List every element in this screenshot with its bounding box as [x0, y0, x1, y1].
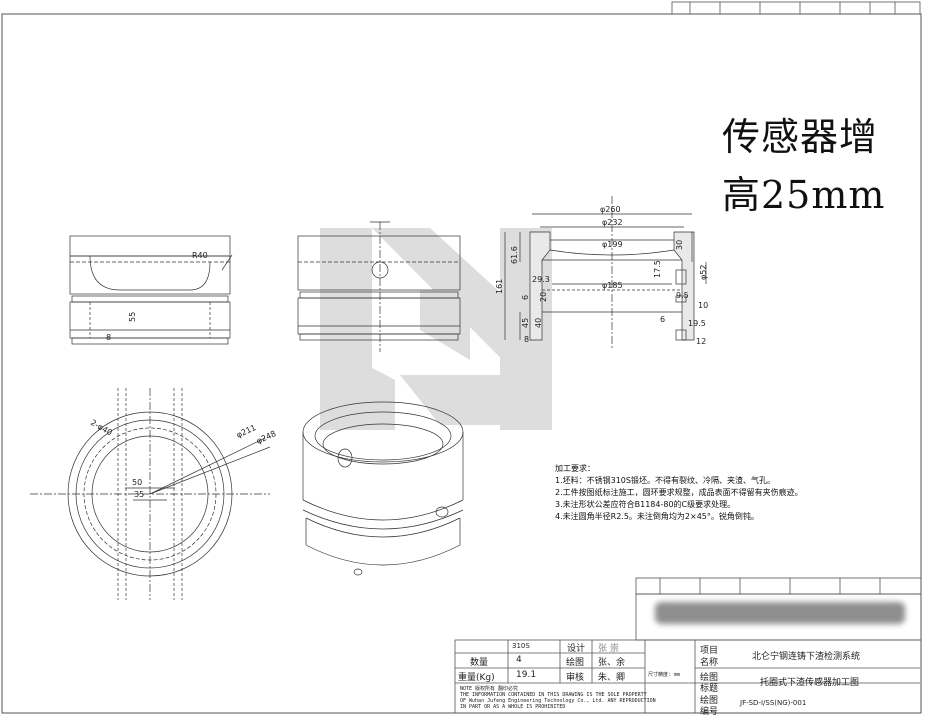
revision-strip — [671, 1, 921, 15]
dim-40: 40 — [534, 318, 543, 328]
dim-8b: 8 — [524, 335, 529, 344]
dim-d232: φ232 — [602, 218, 623, 227]
dim-19-5: 19.5 — [688, 319, 706, 328]
handwritten-note-line1: 传感器增 — [722, 115, 879, 159]
dim-55: 55 — [128, 312, 137, 322]
dim-6b: 6 — [660, 315, 665, 324]
tb-no-label-2: 编号 — [700, 707, 719, 717]
tb-design-value: 张 崇 — [598, 644, 619, 654]
dim-8: 8 — [106, 333, 111, 342]
dim-50: 50 — [132, 478, 142, 487]
dim-20: 20 — [539, 292, 548, 302]
note-item: 3.未注形状公差应符合B1184-80的C级要求处理。 — [555, 500, 736, 509]
tb-title-label-1: 绘图 — [700, 673, 719, 683]
tb-qty-label: 数量 — [470, 658, 489, 668]
tb-weight-value: 19.1 — [516, 670, 537, 680]
dim-10: 10 — [698, 301, 708, 310]
dim-30: 30 — [675, 240, 684, 250]
dim-d199: φ199 — [602, 240, 623, 249]
dim-r40: R40 — [192, 251, 208, 260]
tb-notice-line: NOTE 版权所有 翻印必究 — [460, 686, 519, 692]
tb-draw-label: 绘图 — [566, 658, 585, 668]
tb-project-label-2: 名称 — [700, 658, 719, 668]
tb-qty-value: 4 — [516, 655, 522, 665]
note-item: 4.未注圆角半径R2.5。未注倒角均为2×45°。锐角倒钝。 — [555, 512, 759, 521]
note-item: 1.坯料：不锈钢310S锻坯。不得有裂纹、冷隔、夹渣、气孔。 — [555, 476, 775, 485]
redacted-logo — [655, 602, 905, 624]
dim-17-5: 17.5 — [653, 260, 662, 278]
dim-small: 2-φ40 — [89, 418, 114, 438]
tb-unit-note: 尺寸精度: mm — [648, 672, 681, 678]
plan-view — [30, 388, 271, 600]
dim-161: 161 — [495, 279, 504, 294]
handwritten-note-line2: 高25mm — [722, 173, 886, 217]
dim-9-5: 9.5 — [676, 291, 689, 300]
tb-no-label-1: 绘图 — [700, 696, 719, 706]
tb-weight-label: 重量(Kg) — [458, 673, 495, 683]
tb-title-label-2: 标题 — [700, 684, 719, 694]
tb-draw-value: 张、余 — [598, 658, 626, 668]
tb-notice-line: IN PART OR AS A WHOLE IS PROHIBITED — [460, 704, 566, 710]
side-view — [297, 221, 461, 352]
dim-45: 45 — [521, 318, 530, 328]
watermark-logo — [320, 228, 552, 430]
tb-project-value: 北仑宁钢连铸下渣检测系统 — [752, 652, 861, 662]
section-view — [504, 196, 707, 350]
tb-project-label-1: 项目 — [700, 646, 719, 656]
dim-d52: φ52 — [699, 265, 708, 280]
front-view — [69, 235, 233, 345]
machining-notes: 加工要求： 1.坯料：不锈钢310S锻坯。不得有裂纹、冷隔、夹渣、气孔。 2.工… — [555, 463, 885, 523]
tb-design-label: 设计 — [567, 644, 586, 654]
dim-6: 6 — [521, 295, 530, 300]
dim-d185: φ185 — [602, 281, 623, 290]
tb-notice-line: OF Wuhan Jufeng Engineering Technology C… — [460, 698, 656, 704]
tb-title-value: 托圈式下渣传感器加工图 — [760, 678, 860, 688]
tb-notice-line: THE INFORMATION CONTAINED IN THIS DRAWIN… — [460, 692, 647, 698]
title-block-frame — [454, 577, 922, 714]
isometric-view — [302, 401, 464, 576]
dim-d248: φ248 — [255, 429, 277, 446]
tb-review-label: 审核 — [566, 673, 585, 683]
dim-d260: φ260 — [600, 205, 621, 214]
dim-61-6: 61.6 — [510, 246, 519, 264]
notes-title: 加工要求： — [555, 464, 595, 473]
dim-35: 35 — [134, 490, 144, 499]
note-item: 2.工件按图纸标注施工，圆环要求规整，成品表面不得留有夹伤痕迹。 — [555, 488, 803, 497]
dim-12: 12 — [696, 337, 706, 346]
tb-no-value: JF-SD-I/SS(NG)-001 — [740, 699, 807, 707]
tb-review-value: 朱、卿 — [598, 673, 626, 683]
dim-29-3: 29.3 — [532, 275, 550, 284]
tb-material: 310S — [512, 642, 530, 650]
